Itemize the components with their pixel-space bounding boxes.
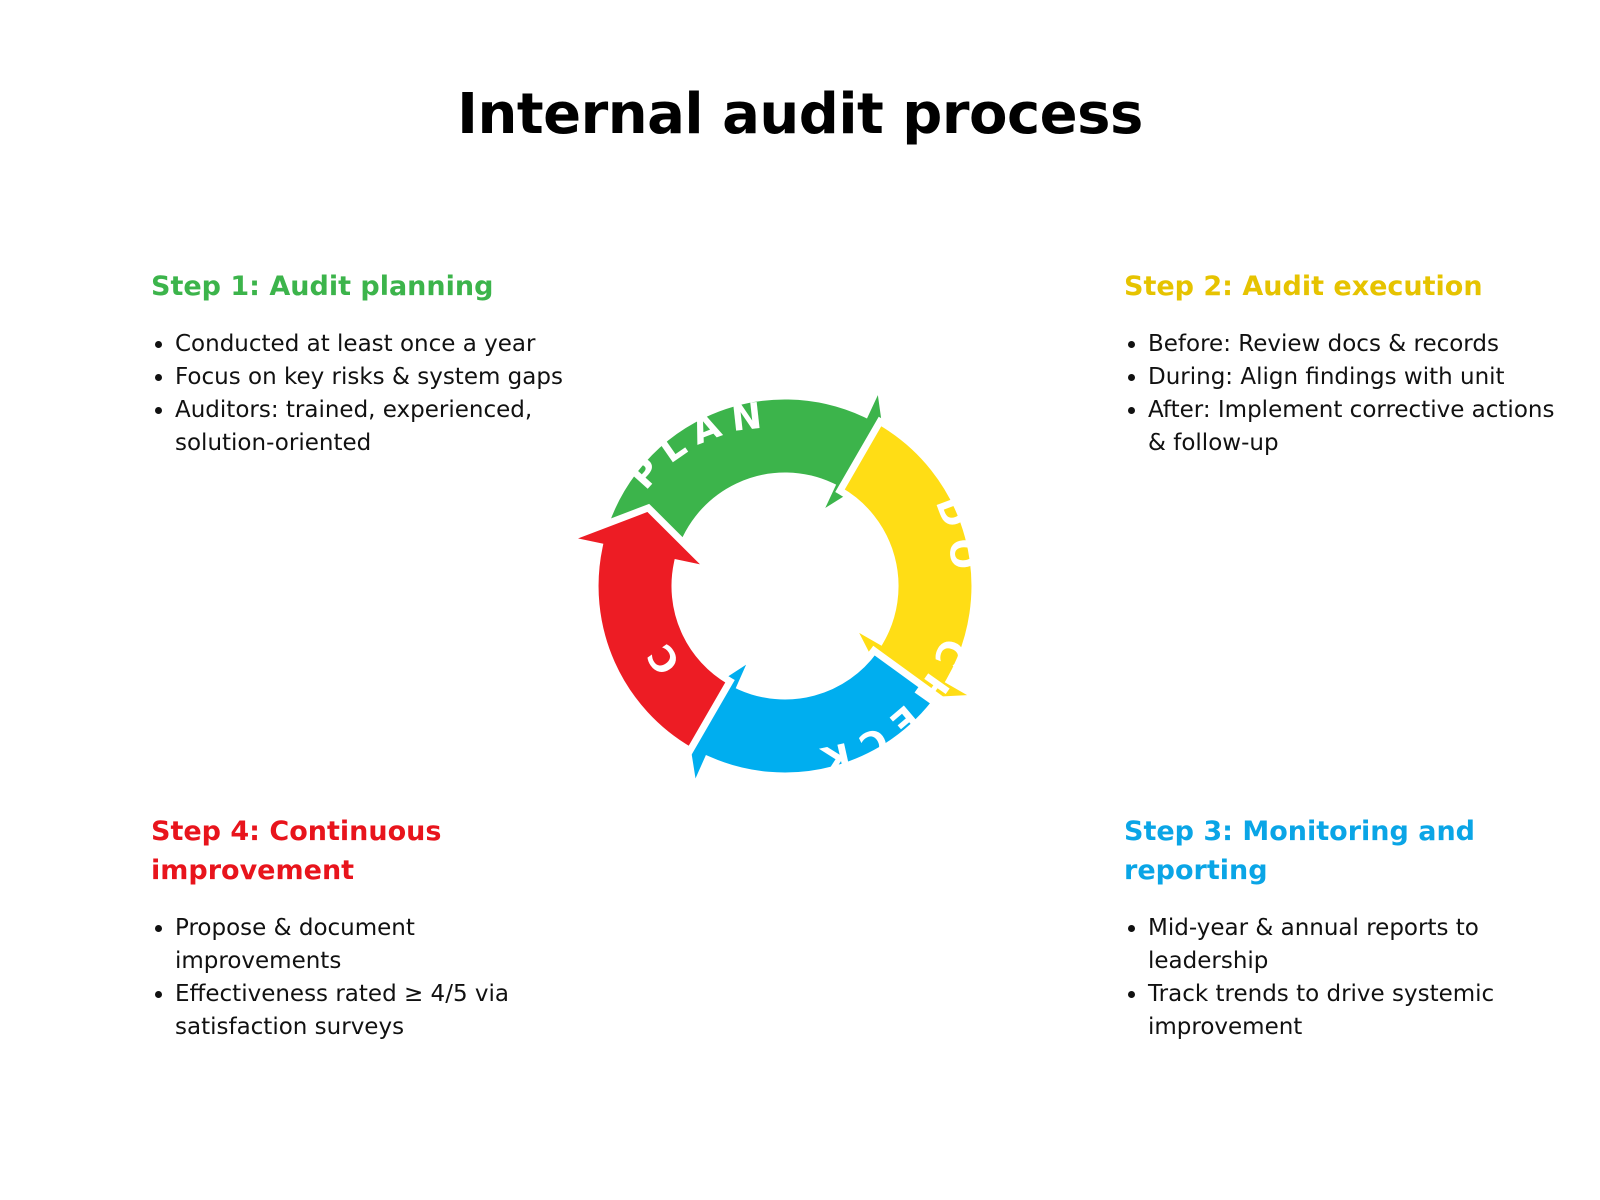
- step-4-bullet: Propose & document improvements: [175, 912, 551, 978]
- act-arrow: [553, 503, 735, 756]
- step-2-bullet-list: Before: Review docs & records During: Al…: [1124, 328, 1564, 460]
- step-1-bullet-list: Conducted at least once a year Focus on …: [151, 328, 591, 460]
- step-2-audit-execution: Step 2: Audit execution Before: Review d…: [1124, 267, 1564, 460]
- step-3-monitoring-reporting: Step 3: Monitoring and reporting Mid-yea…: [1124, 812, 1524, 1044]
- pdca-cycle-diagram: PLAN DO CHECK ACT: [550, 350, 992, 803]
- step-3-bullet: Track trends to drive systemic improveme…: [1148, 978, 1524, 1044]
- step-1-bullet: Conducted at least once a year: [175, 328, 591, 361]
- step-4-continuous-improvement: Step 4: Continuous improvement Propose &…: [151, 812, 551, 1044]
- step-4-bullet: Effectiveness rated ≥ 4/5 via satisfacti…: [175, 978, 551, 1044]
- do-arrow: [835, 416, 992, 707]
- step-1-bullet: Focus on key risks & system gaps: [175, 361, 591, 394]
- step-1-heading: Step 1: Audit planning: [151, 271, 494, 302]
- step-4-bullet-list: Propose & document improvements Effectiv…: [151, 912, 551, 1044]
- check-arrow: [676, 645, 944, 803]
- plan-arrow: [596, 370, 896, 564]
- step-3-bullet-list: Mid-year & annual reports to leadership …: [1124, 912, 1524, 1044]
- step-1-audit-planning: Step 1: Audit planning Conducted at leas…: [151, 267, 591, 460]
- page-title: Internal audit process: [457, 82, 1143, 147]
- step-2-bullet: After: Implement corrective actions & fo…: [1148, 394, 1564, 460]
- step-3-bullet: Mid-year & annual reports to leadership: [1148, 912, 1524, 978]
- step-2-bullet: During: Align findings with unit: [1148, 361, 1564, 394]
- step-2-heading: Step 2: Audit execution: [1124, 271, 1483, 302]
- step-3-heading: Step 3: Monitoring and reporting: [1124, 816, 1476, 886]
- step-4-heading: Step 4: Continuous improvement: [151, 816, 442, 886]
- step-2-bullet: Before: Review docs & records: [1148, 328, 1564, 361]
- step-1-bullet: Auditors: trained, experienced, solution…: [175, 394, 591, 460]
